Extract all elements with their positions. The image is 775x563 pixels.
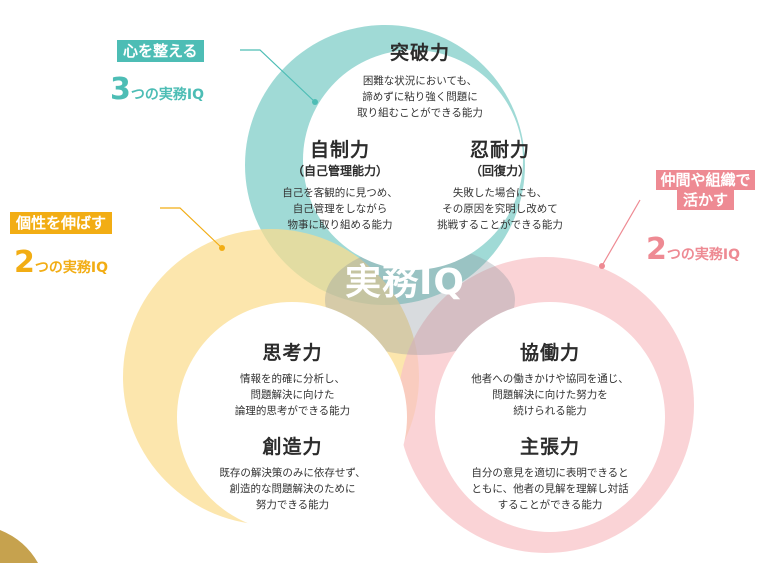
center-overlap: [325, 245, 515, 355]
inner-circle-peers: [435, 302, 665, 532]
ability-assertion: 主張力 自分の意見を適切に表明できると ともに、他者の見解を理解し対話 すること…: [440, 432, 660, 513]
tag-individuality: 個性を伸ばす: [10, 212, 113, 234]
connector-peers: [602, 199, 641, 265]
count-peers: 2つの実務IQ: [646, 232, 740, 267]
connector-heart: [240, 49, 316, 103]
ability-creativity-title: 創造力: [262, 436, 323, 458]
inner-circle-heart: [303, 50, 523, 270]
tag-heart: 心を整える: [117, 40, 204, 62]
inner-circle-individuality: [177, 302, 407, 532]
ability-assertion-title: 主張力: [519, 436, 580, 458]
tag-peers: 仲間や組織で 活かす: [638, 170, 773, 210]
ability-collaboration: 協働力 他者への働きかけや協同を通じ、 問題解決に向けた努力を 続けられる能力: [445, 338, 655, 419]
connector-individuality: [160, 207, 223, 249]
center-logo-text: 実務IQ: [345, 262, 465, 303]
count-peers-num: 2: [646, 232, 667, 267]
corner-decoration: [0, 530, 38, 563]
ability-assertion-desc: 自分の意見を適切に表明できると ともに、他者の見解を理解し対話 することができる…: [471, 467, 629, 511]
ability-breakthrough: 突破力 困難な状況においても、 諦めずに粘り強く問題に 取り組むことができる能力: [330, 38, 510, 121]
ability-self-control-desc: 自己を客観的に見つめ、 自己管理をしながら 物事に取り組める能力: [282, 187, 398, 231]
count-heart-num: 3: [110, 72, 131, 107]
connector-dot-individuality: [219, 245, 225, 251]
count-individuality-text: つの実務IQ: [34, 260, 108, 276]
ability-thinking: 思考力 情報を的確に分析し、 問題解決に向けた 論理的思考ができる能力: [200, 338, 385, 419]
ability-endurance-sub: （回復力）: [469, 164, 530, 178]
count-heart-text: つの実務IQ: [130, 87, 204, 103]
tag-peers-line2: 活かす: [676, 190, 734, 210]
ability-endurance: 忍耐力 （回復力） 失敗した場合にも、 その原因を究明し改めて 挑戦することがで…: [415, 135, 585, 233]
count-individuality: 2つの実務IQ: [14, 245, 108, 280]
connector-dot-heart: [312, 99, 318, 105]
count-individuality-num: 2: [14, 245, 35, 280]
count-heart: 3つの実務IQ: [110, 72, 204, 107]
ability-creativity-desc: 既存の解決策のみに依存せず、 創造的な問題解決のために 努力できる能力: [219, 467, 366, 511]
ability-collaboration-desc: 他者への働きかけや協同を通じ、 問題解決に向けた努力を 続けられる能力: [471, 373, 629, 417]
ability-endurance-title: 忍耐力: [469, 139, 530, 161]
ability-collaboration-title: 協働力: [519, 342, 580, 364]
ability-self-control: 自制力 （自己管理能力） 自己を客観的に見つめ、 自己管理をしながら 物事に取り…: [255, 135, 425, 233]
ability-self-control-title: 自制力: [309, 139, 370, 161]
ability-creativity: 創造力 既存の解決策のみに依存せず、 創造的な問題解決のために 努力できる能力: [190, 432, 395, 513]
ability-breakthrough-desc: 困難な状況においても、 諦めずに粘り強く問題に 取り組むことができる能力: [357, 75, 483, 119]
tag-peers-line1: 仲間や組織で: [656, 170, 755, 190]
center-logo: 実務IQ: [345, 254, 505, 304]
ability-thinking-desc: 情報を的確に分析し、 問題解決に向けた 論理的思考ができる能力: [234, 373, 351, 417]
ability-self-control-sub: （自己管理能力）: [291, 164, 388, 178]
ability-thinking-title: 思考力: [262, 342, 323, 364]
ability-breakthrough-title: 突破力: [389, 42, 450, 64]
count-peers-text: つの実務IQ: [666, 247, 740, 263]
ability-endurance-desc: 失敗した場合にも、 その原因を究明し改めて 挑戦することができる能力: [437, 187, 563, 231]
connector-dot-peers: [599, 263, 605, 269]
